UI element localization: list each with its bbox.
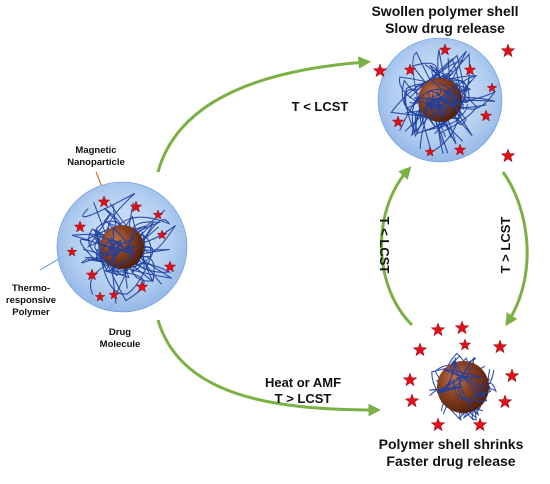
polymer-chain <box>102 227 140 257</box>
polymer-chain <box>436 357 467 393</box>
polymer-chain <box>453 360 492 410</box>
nanoparticle-initial <box>56 181 188 313</box>
thermo-polymer-label: Thermo- responsive Polymer <box>5 283 57 318</box>
drug-star-icon <box>85 268 99 281</box>
released-drug-star-icon <box>430 322 446 337</box>
shrinks-label: Polymer shell shrinks Faster drug releas… <box>378 436 524 469</box>
arrow-top-label: T < LCST <box>291 99 349 114</box>
polymer-chain <box>424 89 465 128</box>
released-drug-star-icon <box>497 394 513 409</box>
polymer-chain <box>94 220 145 302</box>
polymer-chain <box>427 81 458 108</box>
polymer-chain <box>95 241 134 270</box>
drug-molecule-label: Drug Molecule <box>99 327 141 350</box>
drug-star-icon <box>135 280 149 293</box>
drug-star-icon <box>94 291 106 302</box>
released-drug-star-icon <box>430 417 446 432</box>
drug-star-icon <box>438 43 452 56</box>
drug-star-icon <box>152 209 164 220</box>
released-drugs-fast <box>402 320 520 432</box>
arrow-left <box>380 166 414 327</box>
drug-star-icon <box>156 229 168 240</box>
drug-star-icon <box>453 143 467 156</box>
released-drug-star-icon <box>458 338 472 351</box>
arrow-left-label: T < LCST <box>377 216 392 274</box>
released-drug-star-icon <box>404 393 420 408</box>
arrow-bottom-label: Heat or AMF T > LCST <box>264 375 342 406</box>
arrow-top <box>156 56 372 173</box>
released-drugs-slow <box>372 43 516 163</box>
drug-star-icon <box>463 63 477 76</box>
polymer-chain <box>105 239 122 270</box>
released-drug-star-icon <box>500 148 516 163</box>
drug-star-icon <box>129 200 143 213</box>
arrow-right <box>501 171 529 327</box>
released-drug-star-icon <box>500 43 516 58</box>
released-drug-star-icon <box>372 63 388 78</box>
drug-star-icon <box>486 82 498 93</box>
nanoparticle-swollen <box>377 37 503 163</box>
drug-star-icon <box>108 289 120 300</box>
drug-star-icon <box>97 195 111 208</box>
drug-star-icon <box>73 220 87 233</box>
swollen-label: Swollen polymer shell Slow drug release <box>371 3 519 36</box>
released-drug-star-icon <box>402 372 418 387</box>
arrow-bottom <box>156 319 382 417</box>
polymer-chain <box>98 225 133 273</box>
released-drug-star-icon <box>492 339 508 354</box>
magnetic-nanoparticle-label: Magnetic Nanoparticle <box>67 145 125 168</box>
released-drug-star-icon <box>472 417 488 432</box>
arrow-right-label: T > LCST <box>498 216 513 274</box>
drug-star-icon <box>424 146 436 157</box>
drug-star-icon <box>479 109 493 122</box>
drug-star-icon <box>66 246 78 257</box>
released-drug-star-icon <box>504 368 520 383</box>
drug-star-icon <box>403 63 417 76</box>
nanoparticle-shrunken <box>429 352 497 421</box>
drug-star-icon <box>391 115 405 128</box>
magnetic-core-sphere-icon <box>437 361 489 413</box>
released-drug-star-icon <box>412 342 428 357</box>
released-drug-star-icon <box>454 320 470 335</box>
drug-star-icon <box>163 260 177 273</box>
